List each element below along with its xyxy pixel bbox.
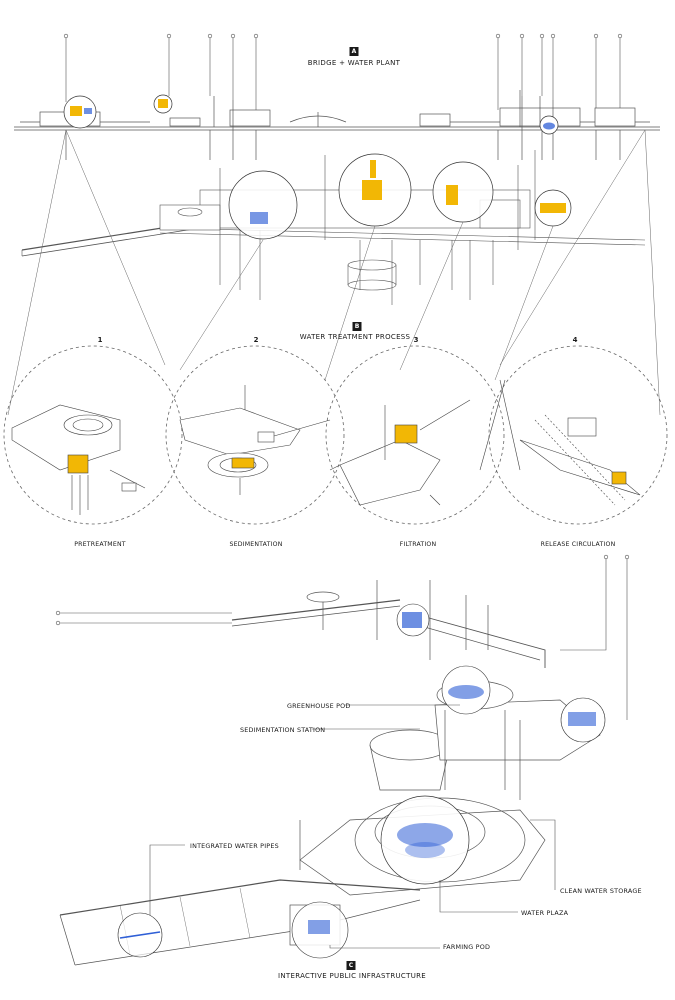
- section-b-detail-circles: [228, 153, 572, 240]
- step-1-drawing: [11, 404, 146, 515]
- section-b-badge: B: [352, 322, 362, 331]
- section-a-title: BRIDGE + WATER PLANT: [307, 59, 401, 67]
- callout-farming-pod: FARMING POD: [443, 943, 491, 951]
- step-2-number: 2: [253, 336, 259, 344]
- section-a-badge: A: [349, 47, 359, 56]
- callout-clean-water-storage: CLEAN WATER STORAGE: [560, 887, 642, 895]
- step-4-number: 4: [572, 336, 578, 344]
- section-a-pins: [63, 33, 623, 110]
- section-c-badge: C: [346, 961, 356, 970]
- callout-greenhouse-pod: GREENHOUSE POD: [287, 702, 351, 710]
- step-3-label: FILTRATION: [399, 541, 437, 548]
- step-4-drawing: [479, 379, 641, 506]
- step-1-number: 1: [97, 336, 103, 344]
- callout-water-plaza: WATER PLAZA: [521, 909, 569, 917]
- section-b-leader-lines: [7, 129, 661, 416]
- step-2-label: SEDIMENTATION: [229, 541, 283, 548]
- step-3-number: 3: [413, 336, 419, 344]
- section-c-leader-lines: [55, 554, 630, 949]
- section-a-highlights: [63, 94, 559, 135]
- section-c-title: INTERACTIVE PUBLIC INFRASTRUCTURE: [277, 972, 427, 980]
- callout-sedimentation-station: SEDIMENTATION STATION: [240, 726, 326, 734]
- step-4-label: RELEASE CIRCULATION: [540, 541, 616, 548]
- process-circles: [3, 345, 668, 525]
- section-a-elevation: [14, 90, 660, 160]
- step-3-drawing: [329, 399, 471, 506]
- step-2-drawing: [179, 385, 331, 495]
- callout-integrated-water-pipes: INTEGRATED WATER PIPES: [190, 842, 279, 850]
- step-1-label: PRETREATMENT: [74, 541, 126, 548]
- section-b-title: WATER TREATMENT PROCESS: [299, 333, 411, 341]
- section-c-highlights: [117, 603, 606, 959]
